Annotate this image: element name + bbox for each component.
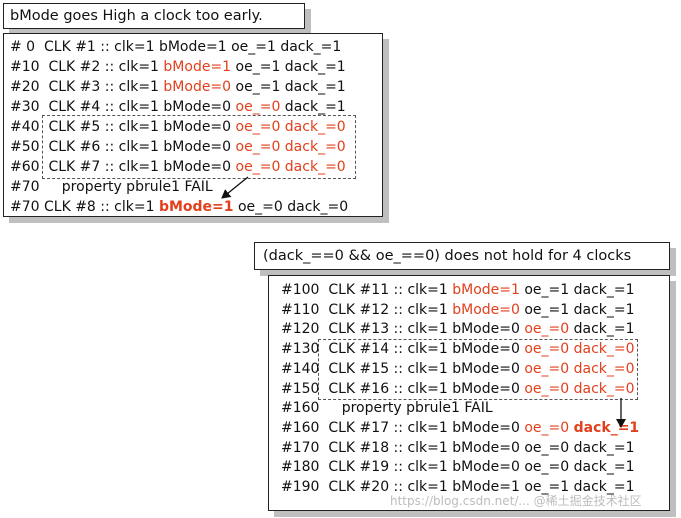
bottom-trace-line: #150 CLK #16 :: clk=1 bMode=0 oe_=0 dack… xyxy=(281,380,635,400)
bottom-trace-line: #170 CLK #18 :: clk=1 bMode=0 oe_=0 dack… xyxy=(281,439,635,459)
bottom-trace-line: #180 CLK #19 :: clk=1 bMode=0 oe_=0 dack… xyxy=(281,458,635,478)
bottom-trace-segment: #180 CLK #19 :: clk=1 bMode=0 oe_=0 dack… xyxy=(281,459,635,476)
bottom-title: (dack_==0 && oe_==0) does not hold for 4… xyxy=(263,248,632,264)
bottom-trace-segment: #190 CLK #20 :: clk=1 bMode=1 oe_=1 dack… xyxy=(281,479,635,495)
top-trace-segment: oe_=1 dack_=1 xyxy=(231,79,346,95)
top-trace-segment: #30 CLK #4 :: clk=1 bMode=0 xyxy=(10,99,236,115)
bottom-trace-box: #100 CLK #11 :: clk=1 bMode=1 oe_=1 dack… xyxy=(268,275,670,511)
bottom-trace-segment: dack_=1 xyxy=(573,419,640,436)
top-trace-line: #60 CLK #7 :: clk=1 bMode=0 oe_=0 dack_=… xyxy=(10,157,346,177)
top-trace-line: # 0 CLK #1 :: clk=1 bMode=1 oe_=1 dack_=… xyxy=(10,37,341,57)
top-trace-segment: dack_=1 xyxy=(280,99,346,115)
watermark: https://blog.csdn.net/... @稀土掘金技术社区 xyxy=(390,494,642,508)
top-trace-box: # 0 CLK #1 :: clk=1 bMode=1 oe_=1 dack_=… xyxy=(3,33,383,217)
bottom-trace-segment: oe_=0 xyxy=(524,419,570,436)
top-trace-segment: bMode=1 xyxy=(163,59,232,75)
bottom-trace-line: #160 property pbrule1 FAIL xyxy=(281,399,493,419)
top-trace-segment: #20 CLK #3 :: clk=1 xyxy=(10,79,164,95)
top-trace-segment: bMode=1 xyxy=(158,199,234,215)
top-trace-segment: #60 CLK #7 :: clk=1 bMode=0 xyxy=(10,159,236,175)
bottom-trace-line: #110 CLK #12 :: clk=1 bMode=0 oe_=1 dack… xyxy=(281,301,635,321)
bottom-trace-segment: #160 property pbrule1 FAIL xyxy=(281,400,493,417)
bottom-trace-segment: oe_=0 dack_=0 xyxy=(524,380,635,397)
top-trace-segment: oe_=0 dack_=0 xyxy=(235,159,346,175)
bottom-trace-segment: #160 CLK #17 :: clk=1 bMode=0 xyxy=(281,419,525,436)
bottom-trace-segment: bMode=1 xyxy=(452,282,520,298)
bottom-trace-line: #190 CLK #20 :: clk=1 bMode=1 oe_=1 dack… xyxy=(281,478,635,498)
bottom-trace-segment: #120 CLK #13 :: clk=1 bMode=0 xyxy=(281,321,525,338)
top-title: bMode goes High a clock too early. xyxy=(10,8,263,24)
bottom-trace-segment: #150 CLK #16 :: clk=1 bMode=0 xyxy=(281,380,525,397)
bottom-trace-segment: #110 CLK #12 :: clk=1 xyxy=(281,301,453,318)
top-trace-segment: oe_=0 dack_=0 xyxy=(233,199,349,215)
bottom-trace-segment: oe_=1 dack_=1 xyxy=(519,301,635,318)
bottom-trace-line: #160 CLK #17 :: clk=1 bMode=0 oe_=0 dack… xyxy=(281,419,639,439)
top-trace-line: #50 CLK #6 :: clk=1 bMode=0 oe_=0 dack_=… xyxy=(10,137,346,157)
top-trace-segment: oe_=0 dack_=0 xyxy=(235,139,346,155)
top-trace-segment: bMode=0 xyxy=(163,79,232,95)
bottom-trace-segment: bMode=0 xyxy=(452,301,520,318)
bottom-title-box: (dack_==0 && oe_==0) does not hold for 4… xyxy=(254,242,670,270)
top-trace-segment: #70 property pbrule1 FAIL xyxy=(10,179,213,195)
bottom-trace-line: #120 CLK #13 :: clk=1 bMode=0 oe_=0 dack… xyxy=(281,320,635,340)
top-trace-line: #10 CLK #2 :: clk=1 bMode=1 oe_=1 dack_=… xyxy=(10,57,346,77)
top-trace-segment: oe_=0 dack_=0 xyxy=(235,119,346,135)
bottom-trace-segment: oe_=0 dack_=0 xyxy=(524,360,635,377)
top-trace-segment: #50 CLK #6 :: clk=1 bMode=0 xyxy=(10,139,236,155)
bottom-trace-line: #140 CLK #15 :: clk=1 bMode=0 oe_=0 dack… xyxy=(281,360,635,380)
bottom-trace-segment: oe_=0 xyxy=(524,321,570,338)
top-trace-segment: #40 CLK #5 :: clk=1 bMode=0 xyxy=(10,119,236,135)
bottom-trace-line: #100 CLK #11 :: clk=1 bMode=1 oe_=1 dack… xyxy=(281,281,635,301)
bottom-trace-segment: #100 CLK #11 :: clk=1 xyxy=(281,282,453,298)
bottom-trace-segment: oe_=1 dack_=1 xyxy=(519,282,635,298)
top-trace-line: #70 property pbrule1 FAIL xyxy=(10,177,213,197)
top-trace-line: #40 CLK #5 :: clk=1 bMode=0 oe_=0 dack_=… xyxy=(10,117,346,137)
top-title-box: bMode goes High a clock too early. xyxy=(3,3,305,29)
top-trace-segment: #70 CLK #8 :: clk=1 xyxy=(10,199,159,215)
bottom-trace-lines: #100 CLK #11 :: clk=1 bMode=1 oe_=1 dack… xyxy=(281,281,667,507)
top-trace-line: #30 CLK #4 :: clk=1 bMode=0 oe_=0 dack_=… xyxy=(10,97,346,117)
top-trace-segment: #10 CLK #2 :: clk=1 xyxy=(10,59,164,75)
bottom-trace-segment: #170 CLK #18 :: clk=1 bMode=0 oe_=0 dack… xyxy=(281,439,635,456)
bottom-trace-line: #130 CLK #14 :: clk=1 bMode=0 oe_=0 dack… xyxy=(281,340,635,360)
top-trace-lines: # 0 CLK #1 :: clk=1 bMode=1 oe_=1 dack_=… xyxy=(10,37,380,217)
top-trace-line: #20 CLK #3 :: clk=1 bMode=0 oe_=1 dack_=… xyxy=(10,77,346,97)
top-trace-segment: # 0 CLK #1 :: clk=1 bMode=1 oe_=1 dack_=… xyxy=(10,39,342,55)
top-trace-segment: oe_=0 xyxy=(235,99,281,115)
bottom-trace-segment: #140 CLK #15 :: clk=1 bMode=0 xyxy=(281,360,525,377)
top-trace-line: #70 CLK #8 :: clk=1 bMode=1 oe_=0 dack_=… xyxy=(10,197,348,217)
top-trace-segment: oe_=1 dack_=1 xyxy=(231,59,346,75)
bottom-trace-segment: dack_=1 xyxy=(569,321,635,338)
bottom-trace-segment: #130 CLK #14 :: clk=1 bMode=0 xyxy=(281,341,525,358)
bottom-trace-segment: oe_=0 dack_=0 xyxy=(524,341,635,358)
